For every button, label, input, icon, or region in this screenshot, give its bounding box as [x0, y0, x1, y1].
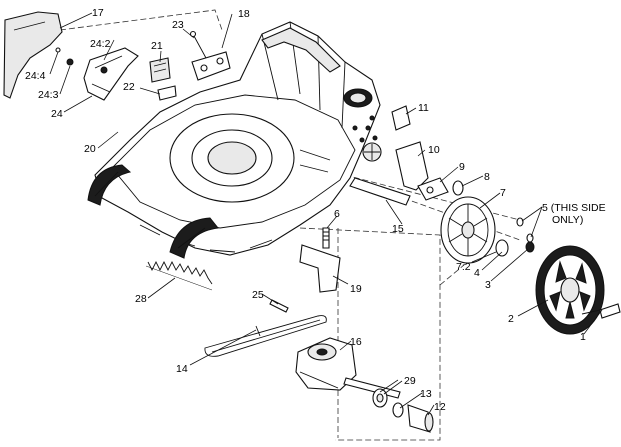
callout-3: 3 — [485, 279, 491, 291]
callout-5-line1: 5 (THIS SIDE — [542, 202, 606, 214]
bolt-part-6 — [322, 227, 330, 249]
callout-5-line2: ONLY) — [552, 214, 583, 226]
ring-part-8 — [452, 180, 464, 196]
leader-lines — [49, 12, 603, 416]
callout-11: 11 — [418, 102, 429, 114]
mower-deck — [94, 21, 382, 256]
front-wheel-guard — [87, 164, 132, 206]
callout-labels: 1 2 3 4 5 (THIS SIDE ONLY) 6 7 7:2 8 9 1… — [25, 7, 606, 413]
callout-9: 9 — [459, 161, 465, 173]
callout-23: 23 — [172, 19, 184, 31]
height-arm-part-10 — [395, 141, 429, 191]
callout-6: 6 — [334, 208, 340, 220]
callout-7-2: 7:2 — [456, 261, 471, 273]
callout-18: 18 — [238, 8, 250, 20]
callout-28: 28 — [135, 293, 147, 305]
callout-1: 1 — [580, 331, 586, 343]
rear-flap-part-17 — [3, 11, 63, 99]
callout-29: 29 — [404, 375, 416, 387]
callout-4: 4 — [474, 267, 480, 279]
washer-part-13 — [392, 402, 404, 418]
callout-13: 13 — [420, 388, 432, 400]
washer-part-4 — [495, 239, 509, 257]
bolt-part-23 — [189, 30, 207, 59]
callout-10: 10 — [428, 144, 440, 156]
pin-part-25 — [269, 299, 289, 313]
clip-part-22 — [157, 85, 177, 101]
callout-24-3: 24:3 — [38, 89, 59, 101]
callout-21: 21 — [151, 40, 163, 52]
callout-15: 15 — [392, 223, 404, 235]
callout-19: 19 — [350, 283, 362, 295]
belt-part-14 — [204, 315, 327, 357]
wheel-hub-part-7 — [440, 196, 496, 264]
wheel-part-2 — [535, 245, 605, 335]
callout-22: 22 — [123, 81, 135, 93]
bracket-part-21 — [149, 57, 171, 83]
callout-24: 24 — [51, 108, 63, 120]
callout-25: 25 — [252, 289, 264, 301]
washers-part-5 — [516, 217, 534, 243]
nut-part-3 — [525, 241, 535, 253]
rear-wheel-guard — [169, 217, 219, 259]
pinion-part-12 — [407, 404, 434, 433]
plate-part-9 — [417, 177, 449, 201]
latch-assembly-part-24 — [55, 47, 139, 101]
callout-14: 14 — [176, 363, 188, 375]
callout-20: 20 — [84, 143, 96, 155]
callout-24-4: 24:4 — [25, 70, 46, 82]
bracket-part-11 — [391, 105, 411, 131]
callout-7: 7 — [500, 187, 506, 199]
callout-16: 16 — [350, 336, 362, 348]
bearing-part-29 — [372, 388, 388, 408]
callout-12: 12 — [434, 401, 446, 413]
callout-17: 17 — [92, 7, 104, 19]
bracket-part-19 — [299, 244, 341, 293]
spring-part-28 — [145, 260, 213, 291]
plate-part-18 — [191, 51, 231, 81]
axle-part-15 — [349, 177, 411, 206]
callout-24-2: 24:2 — [90, 38, 111, 50]
callout-2: 2 — [508, 313, 514, 325]
callout-8: 8 — [484, 171, 490, 183]
bolt-part-1 — [581, 303, 621, 319]
